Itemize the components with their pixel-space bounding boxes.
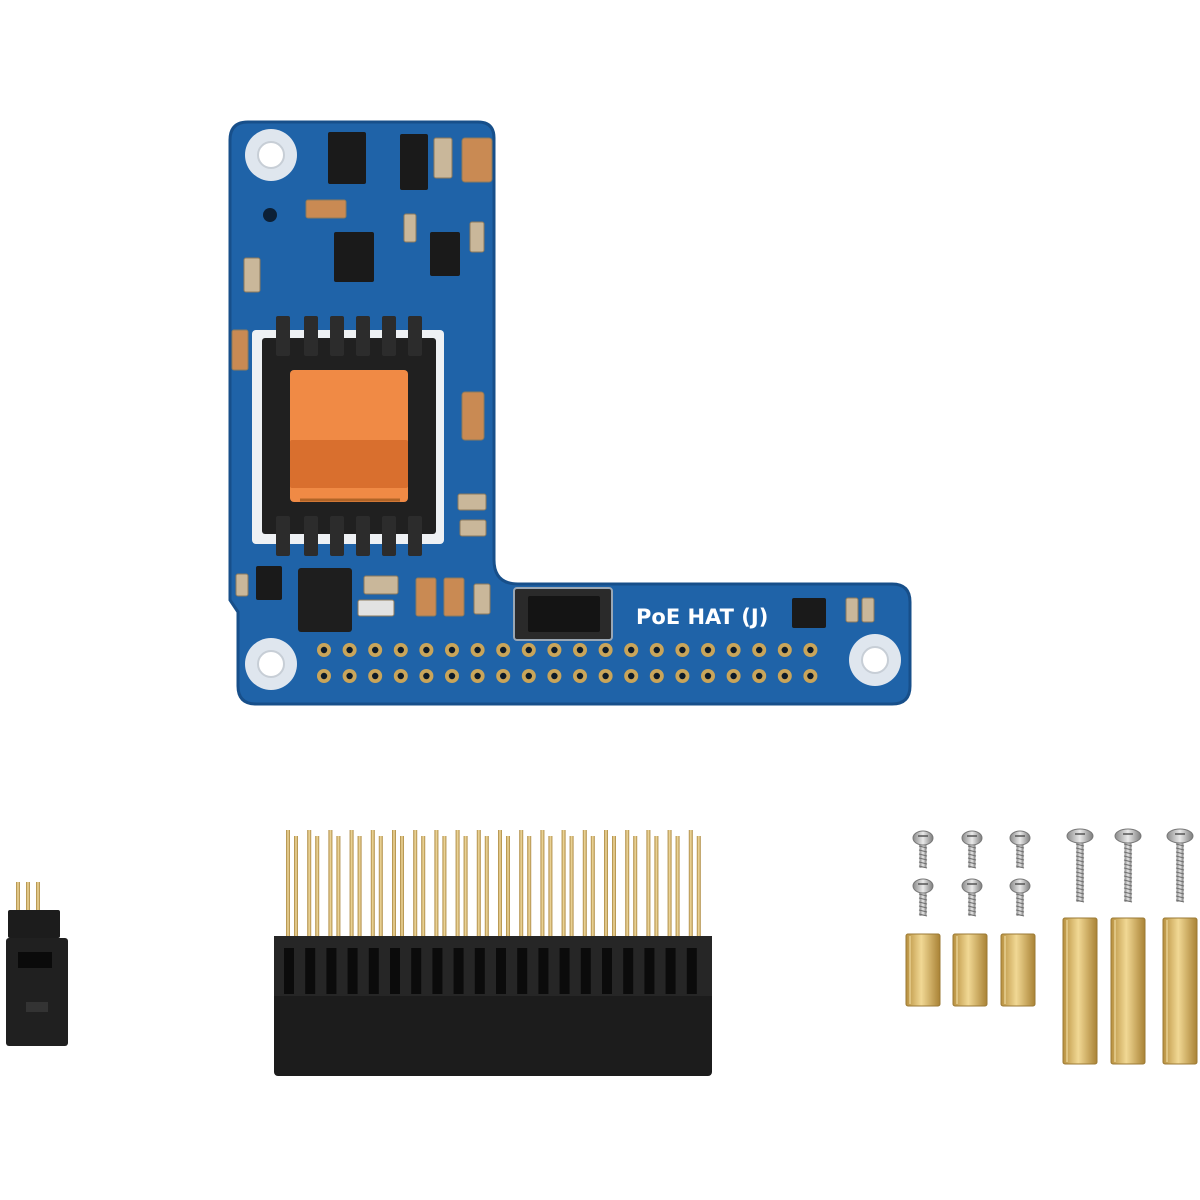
board-silkscreen-label: PoE HAT (J) (636, 605, 768, 629)
header-slot (580, 948, 591, 994)
header-slot (411, 948, 422, 994)
gpio-pin-holes (317, 643, 818, 683)
mounting-hole-bottom-right (849, 634, 901, 686)
short-screw (912, 830, 934, 869)
header-slot (432, 948, 443, 994)
long-screw (1066, 828, 1094, 903)
header-pin (392, 830, 396, 940)
diode-body (528, 596, 600, 632)
ic-chip (298, 568, 352, 632)
header-pin (561, 830, 566, 940)
mounting-hole-bottom-left (245, 638, 297, 690)
header-slot (644, 948, 655, 994)
short-screw (961, 830, 983, 869)
header-slot (686, 948, 697, 994)
transformer (252, 316, 444, 556)
header-slot (474, 948, 485, 994)
header-pin (604, 830, 608, 940)
header-pin (667, 830, 672, 940)
ic-chip (328, 132, 366, 184)
header-pin (455, 830, 460, 940)
header-slot (538, 948, 549, 994)
brass-standoff (1000, 933, 1036, 1007)
header-slot (559, 948, 570, 994)
short-screw (912, 878, 934, 917)
header-pin (328, 830, 333, 940)
header-slot (623, 948, 634, 994)
header-pin (286, 830, 290, 940)
ic-chip (400, 134, 428, 190)
header-slot (665, 948, 676, 994)
brass-standoff (905, 933, 941, 1007)
header-slot (284, 948, 294, 994)
screws-and-standoffs (905, 828, 1198, 1065)
smd-components (231, 137, 875, 623)
brass-standoff (1062, 917, 1098, 1065)
header-pin (370, 830, 375, 940)
mounting-hole-top-left (245, 129, 297, 181)
header-slot (517, 948, 528, 994)
header-pin (582, 830, 587, 940)
header-pin (498, 830, 502, 940)
short-screw (1009, 878, 1031, 917)
header-pin (413, 830, 418, 940)
brass-standoff (1110, 917, 1146, 1065)
long-screw (1166, 828, 1194, 903)
ic-chip (334, 232, 374, 282)
header-slot (347, 948, 358, 994)
header-slot (368, 948, 379, 994)
short-screw (1009, 830, 1031, 869)
header-slot (390, 948, 400, 994)
header-pin (688, 830, 693, 940)
header-slot (453, 948, 464, 994)
pcb (228, 120, 912, 706)
short-screw (961, 878, 983, 917)
header-slot (602, 948, 612, 994)
header-pin (307, 830, 312, 940)
gpio-extension-header (274, 830, 712, 1076)
header-pin (519, 830, 524, 940)
ic-chip (430, 232, 460, 276)
ic-chip (256, 566, 282, 600)
header-pin (540, 830, 545, 940)
header-pin (434, 830, 439, 940)
jumper-cap (6, 882, 68, 1046)
header-pin (349, 830, 354, 940)
header-pin (476, 830, 481, 940)
header-slot (326, 948, 337, 994)
header-slot (496, 948, 506, 994)
brass-standoff (1162, 917, 1198, 1065)
header-pins (286, 830, 701, 940)
long-screw (1114, 828, 1142, 903)
ic-chip (792, 598, 826, 628)
brass-standoff (952, 933, 988, 1007)
header-pin (646, 830, 651, 940)
header-slot (305, 948, 316, 994)
header-pin (625, 830, 630, 940)
via-hole (263, 208, 277, 222)
poe-hat-board: PoE HAT (J) (228, 120, 912, 706)
header-slots (284, 948, 697, 994)
